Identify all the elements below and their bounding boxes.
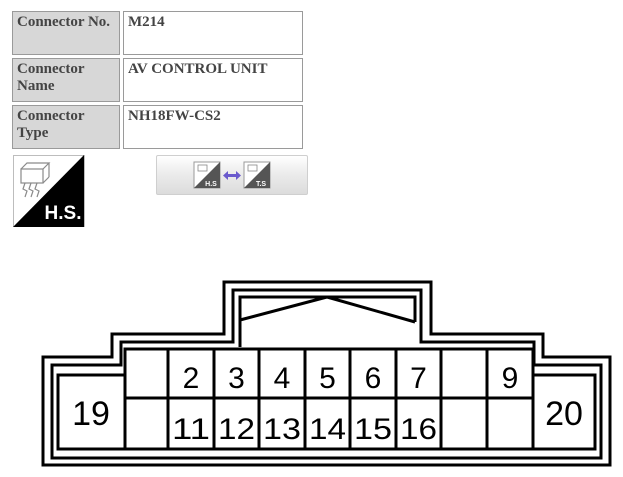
badge-text: H.S. [45, 203, 82, 224]
pin-7: 7 [410, 362, 427, 395]
pin-3: 3 [228, 362, 245, 395]
connector-harness-side-icon [20, 162, 51, 198]
connector-no-label: Connector No. [12, 11, 120, 55]
pin-9: 9 [502, 362, 519, 395]
connector-housing-outer [41, 280, 612, 467]
pin-4: 4 [274, 362, 291, 395]
connector-housing-inner [50, 288, 603, 460]
pin-11: 11 [172, 413, 210, 446]
pin-cell-bottom-9 [485, 396, 535, 451]
pin-cell-bottom-8 [439, 396, 489, 451]
lock-diagonal-left [239, 295, 328, 322]
hs-mini-text: H.S [205, 181, 217, 188]
connector-info-table: Connector No. M214 Connector Name AV CON… [9, 8, 306, 152]
connector-pinout-diagram: 2 11 3 12 4 13 5 14 6 15 7 16 9 19 20 [41, 280, 612, 467]
pin-12: 12 [218, 413, 255, 446]
harness-side-badge: H.S. [13, 155, 85, 227]
pin-16: 16 [400, 413, 437, 446]
connector-type-row: Connector Type NH18FW-CS2 [12, 105, 303, 149]
harness-side-mini-icon: H.S [193, 161, 221, 189]
view-toggle-button[interactable]: H.S T.S [156, 155, 308, 195]
pin-19: 19 [72, 395, 110, 433]
pin-15: 15 [354, 413, 392, 446]
ts-mini-text: T.S [256, 181, 266, 188]
connector-name-label: Connector Name [12, 58, 120, 102]
connector-no-row: Connector No. M214 [12, 11, 303, 55]
pin-13: 13 [263, 413, 301, 446]
pin-cell-bottom-1 [123, 396, 170, 451]
pin-cell-top-8 [439, 347, 489, 400]
pin-6: 6 [365, 362, 382, 395]
pin-5: 5 [319, 362, 336, 395]
connector-type-value: NH18FW-CS2 [123, 105, 303, 149]
connector-name-row: Connector Name AV CONTROL UNIT [12, 58, 303, 102]
terminal-side-mini-icon: T.S [243, 161, 271, 189]
pin-2: 2 [183, 362, 200, 395]
swap-arrows-icon [223, 171, 241, 180]
pin-20: 20 [545, 395, 583, 433]
connector-type-label: Connector Type [12, 105, 120, 149]
lock-diagonal-right [326, 295, 416, 324]
connector-name-value: AV CONTROL UNIT [123, 58, 303, 102]
locking-tab [238, 295, 417, 347]
connector-no-value: M214 [123, 11, 303, 55]
pin-14: 14 [309, 413, 346, 446]
pin-cell-top-1 [123, 347, 170, 400]
